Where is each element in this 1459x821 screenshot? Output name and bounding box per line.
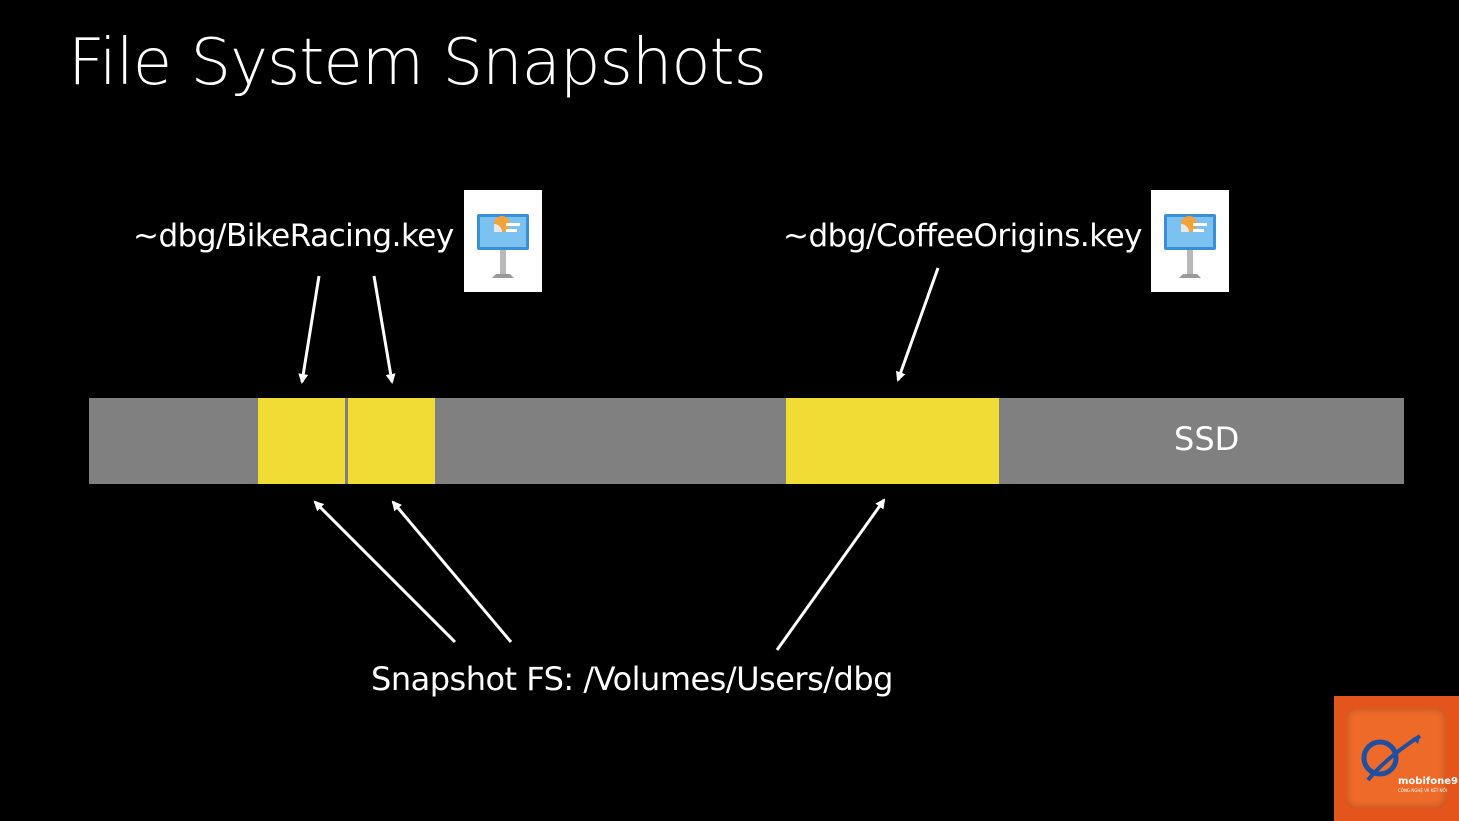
coffeeorigins-block — [786, 398, 999, 484]
watermark-tagline: CÔNG NGHỆ VÀ KẾT NỐI — [1398, 788, 1447, 793]
arrow-snapshot-to-block-1 — [313, 500, 457, 644]
arrow-snapshot-to-block-2 — [391, 500, 513, 643]
file-label-bikeracing: ~dbg/BikeRacing.key — [133, 218, 454, 254]
watermark-brand: mobifone9 — [1398, 776, 1458, 787]
arrow-bikeracing-to-block-2 — [372, 275, 396, 384]
file-label-coffeeorigins: ~dbg/CoffeeOrigins.key — [783, 218, 1143, 254]
mobifone-logo-icon — [1361, 734, 1422, 782]
watermark-badge: mobifone9 CÔNG NGHỆ VÀ KẾT NỐI — [1346, 708, 1458, 808]
bikeracing-block-2 — [348, 398, 435, 484]
bikeracing-block-1 — [258, 398, 345, 484]
arrow-bikeracing-to-block-1 — [298, 275, 321, 384]
keynote-icon — [464, 190, 542, 292]
keynote-icon — [1151, 190, 1229, 292]
ssd-label: SSD — [1174, 420, 1240, 458]
arrow-coffeeorigins-to-block — [895, 267, 940, 382]
ssd-bar: SSD — [89, 398, 1404, 484]
arrow-snapshot-to-block-3 — [775, 498, 886, 651]
watermark-logo: mobifone9 CÔNG NGHỆ VÀ KẾT NỐI — [1334, 696, 1459, 821]
snapshot-label: Snapshot FS: /Volumes/Users/dbg — [371, 660, 893, 698]
slide-title: File System Snapshots — [68, 26, 767, 100]
